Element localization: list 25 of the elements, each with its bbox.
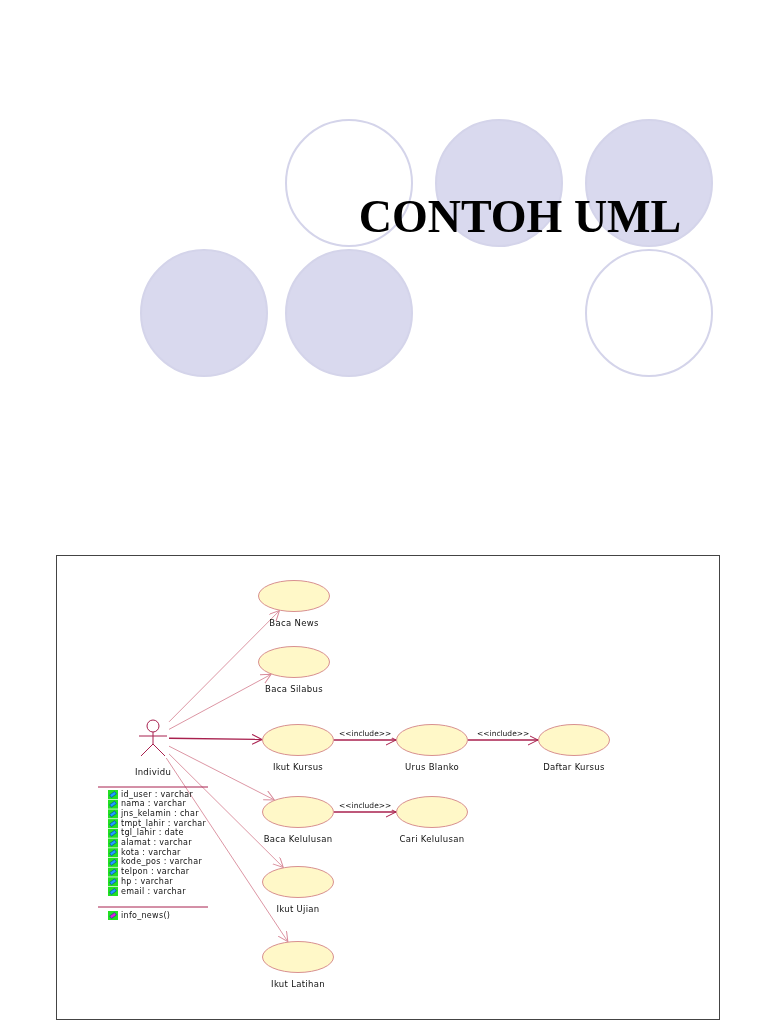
- class-attribute: hp : varchar: [121, 876, 173, 886]
- class-operation: info_news(): [121, 910, 171, 920]
- use-case-name: Baca News: [268, 618, 320, 628]
- use-case-name: Daftar Kursus: [542, 762, 606, 772]
- class-attribute: nama : varchar: [121, 799, 187, 809]
- use-case-name: Ikut Latihan: [270, 979, 326, 989]
- use-case-name: Cari Kelulusan: [398, 834, 466, 844]
- class-attribute: kota : varchar: [121, 847, 181, 857]
- class-attribute: telpon : varchar: [121, 867, 190, 877]
- use-case-name: Baca Silabus: [264, 684, 324, 694]
- title: CONTOH UML: [357, 190, 683, 243]
- arrow: [168, 733, 263, 745]
- arrow: [467, 734, 539, 746]
- actor-name: Individu: [133, 767, 173, 777]
- use-case-name: Ikut Kursus: [271, 762, 325, 772]
- class-attribute: jns_kelamin : char: [121, 808, 199, 818]
- class-attribute: alamat : varchar: [121, 838, 192, 847]
- class-attribute: email : varchar: [121, 886, 186, 896]
- use-case-name: Baca Kelulusan: [262, 834, 334, 844]
- use-case-name: Ikut Ujian: [275, 904, 321, 914]
- class-attribute: kode_pos : varchar: [121, 857, 202, 867]
- class-attribute: tgl_lahir : date: [121, 828, 184, 838]
- use-case-name: Urus Blanko: [403, 762, 461, 772]
- class-attribute: tmpt_lahir : varchar: [121, 818, 207, 828]
- class-attribute: id_user : varchar: [121, 789, 194, 799]
